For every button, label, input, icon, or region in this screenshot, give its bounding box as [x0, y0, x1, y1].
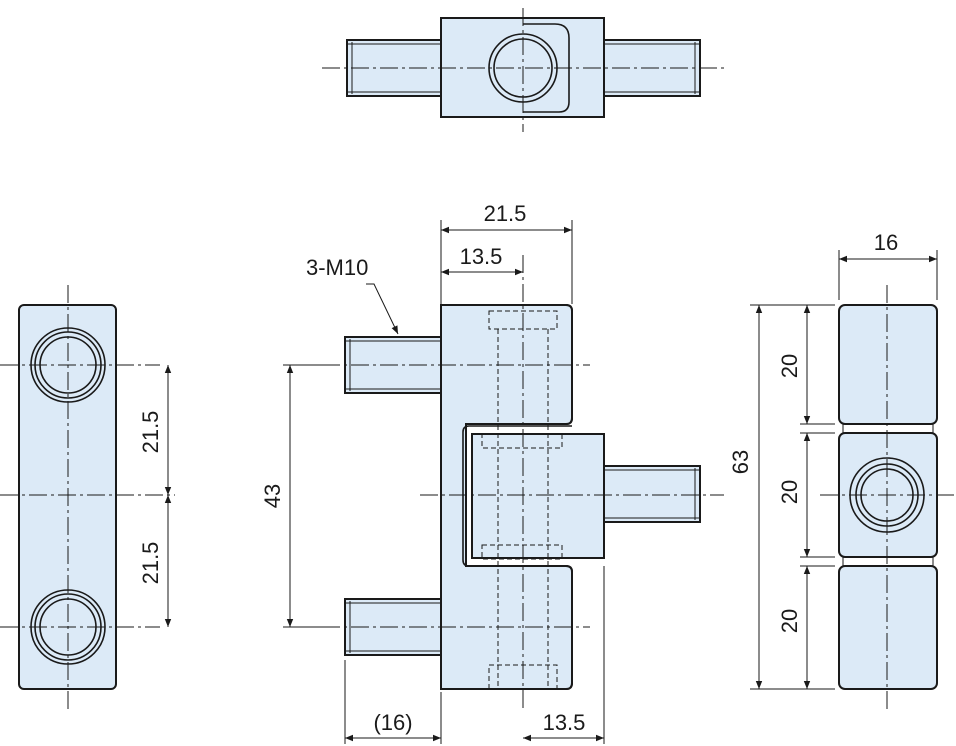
front-view: 21.5 13.5 43 (16) 13.5 3-M10 [260, 201, 724, 744]
side-seg-1-label: 20 [777, 354, 802, 378]
side-seg-2-label: 20 [777, 480, 802, 504]
left-view: 21.5 21.5 [0, 285, 175, 710]
side-seg-bot [838, 565, 938, 690]
front-pitch-label: 43 [260, 484, 285, 508]
side-seg-3-label: 20 [777, 609, 802, 633]
top-pocket-outline [523, 23, 570, 113]
side-view: 16 63 20 20 20 [728, 230, 956, 710]
side-total-label: 63 [728, 450, 753, 474]
thread-callout-label: 3-M10 [306, 255, 368, 280]
front-width-label: 21.5 [484, 201, 527, 226]
front-slot-outline [462, 425, 572, 560]
side-seg-top [838, 304, 938, 425]
side-width-label: 16 [874, 230, 898, 255]
left-pitch-lower-label: 21.5 [138, 542, 163, 585]
stud-length-label: (16) [373, 710, 412, 735]
front-offset-label: 13.5 [460, 244, 503, 269]
left-pitch-upper-label: 21.5 [138, 411, 163, 454]
bottom-offset-label: 13.5 [543, 710, 586, 735]
thread-leader [366, 283, 399, 335]
top-view [322, 8, 724, 132]
front-center-block [471, 433, 605, 559]
front-stud-right [603, 465, 701, 523]
